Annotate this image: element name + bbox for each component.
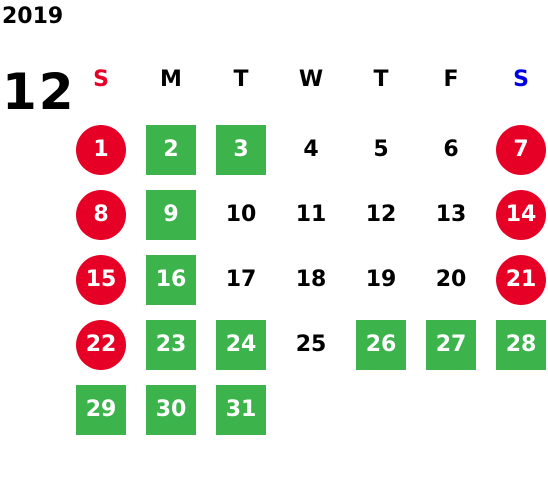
day-cell-21[interactable]: 21 — [496, 255, 546, 305]
day-cell-20[interactable]: 20 — [435, 267, 467, 292]
weekday-label-wednesday: W — [298, 67, 324, 92]
day-cell-28[interactable]: 28 — [496, 320, 546, 370]
weekday-label-tuesday: T — [233, 67, 249, 92]
day-cell-8[interactable]: 8 — [76, 190, 126, 240]
day-cell-23[interactable]: 23 — [146, 320, 196, 370]
weekday-label-monday: M — [160, 67, 182, 92]
day-cell-22[interactable]: 22 — [76, 320, 126, 370]
day-cell-11[interactable]: 11 — [295, 202, 327, 227]
year-label: 2019 — [2, 4, 64, 29]
weekday-label-saturday: S — [513, 67, 529, 92]
day-cell-25[interactable]: 25 — [295, 332, 327, 357]
day-cell-18[interactable]: 18 — [295, 267, 327, 292]
day-cell-19[interactable]: 19 — [365, 267, 397, 292]
day-cell-24[interactable]: 24 — [216, 320, 266, 370]
day-cell-15[interactable]: 15 — [76, 255, 126, 305]
weekday-label-thursday: T — [373, 67, 389, 92]
day-cell-14[interactable]: 14 — [496, 190, 546, 240]
day-cell-4[interactable]: 4 — [303, 137, 319, 162]
day-cell-7[interactable]: 7 — [496, 125, 546, 175]
day-cell-2[interactable]: 2 — [146, 125, 196, 175]
day-cell-31[interactable]: 31 — [216, 385, 266, 435]
month-number: 12 — [2, 63, 76, 121]
day-cell-6[interactable]: 6 — [443, 137, 459, 162]
day-cell-26[interactable]: 26 — [356, 320, 406, 370]
day-cell-27[interactable]: 27 — [426, 320, 476, 370]
day-cell-10[interactable]: 10 — [225, 202, 257, 227]
weekday-label-friday: F — [443, 67, 459, 92]
day-cell-3[interactable]: 3 — [216, 125, 266, 175]
day-cell-16[interactable]: 16 — [146, 255, 196, 305]
day-cell-9[interactable]: 9 — [146, 190, 196, 240]
day-cell-29[interactable]: 29 — [76, 385, 126, 435]
day-cell-5[interactable]: 5 — [373, 137, 389, 162]
weekday-label-sunday: S — [93, 67, 109, 92]
day-cell-13[interactable]: 13 — [435, 202, 467, 227]
day-cell-12[interactable]: 12 — [365, 202, 397, 227]
day-cell-17[interactable]: 17 — [225, 267, 257, 292]
day-cell-1[interactable]: 1 — [76, 125, 126, 175]
day-cell-30[interactable]: 30 — [146, 385, 196, 435]
